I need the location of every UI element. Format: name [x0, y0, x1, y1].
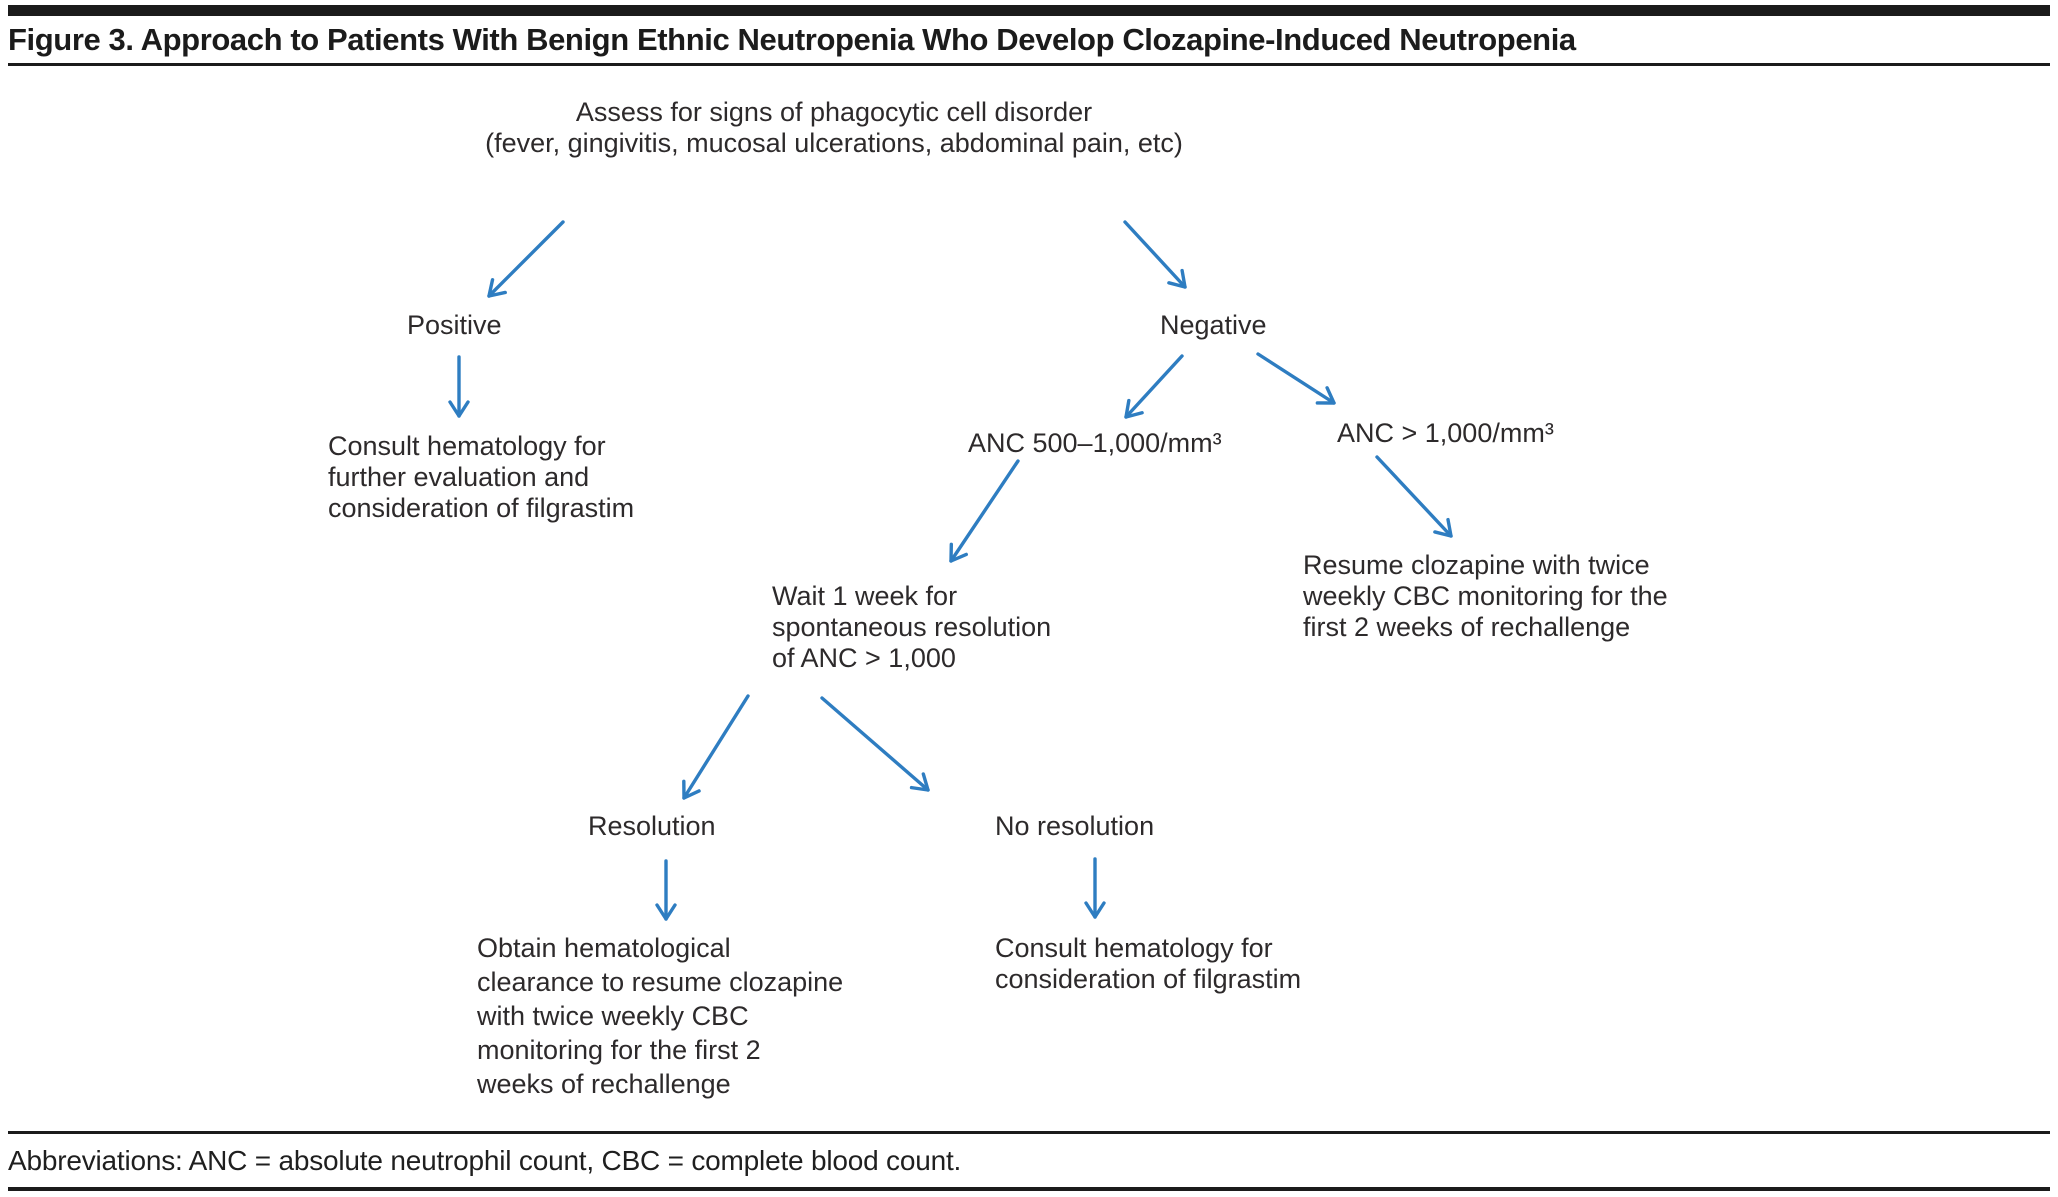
- node-wait-line3: of ANC > 1,000: [772, 643, 956, 673]
- node-obtain-line3: with twice weekly CBC: [477, 1001, 749, 1031]
- node-consult-filgrastim-line1: Consult hematology for: [995, 933, 1273, 963]
- node-resume-line3: first 2 weeks of rechallenge: [1303, 612, 1631, 642]
- node-consult-hematology-filgrastim: Consult hematology for consideration of …: [995, 933, 1301, 995]
- node-consult-further-line1: Consult hematology for: [328, 431, 606, 461]
- node-resume-line1: Resume clozapine with twice: [1303, 550, 1650, 580]
- footnote-bottom-rule: [8, 1187, 2050, 1191]
- arrow-wait-to-no-resolution: [820, 696, 930, 792]
- node-consult-filgrastim-line2: consideration of filgrastim: [995, 964, 1302, 994]
- footnote-top-rule: [8, 1131, 2050, 1134]
- title-divider-rule: [8, 63, 2050, 66]
- arrow-assess-to-positive: [487, 220, 565, 298]
- node-obtain-clearance: Obtain hematological clearance to resume…: [477, 931, 843, 1101]
- node-resume-clozapine: Resume clozapine with twice weekly CBC m…: [1303, 550, 1668, 643]
- node-assess-line1: Assess for signs of phagocytic cell diso…: [575, 97, 1093, 127]
- node-consult-further-line3: consideration of filgrastim: [328, 493, 635, 523]
- arrow-negative-to-anc-low: [1124, 354, 1184, 419]
- node-anc-over-1000: ANC > 1,000/mm³: [1337, 418, 1554, 448]
- arrow-wait-to-resolution: [682, 694, 750, 800]
- node-resume-line2: weekly CBC monitoring for the: [1303, 581, 1668, 611]
- node-anc-500-1000: ANC 500–1,000/mm³: [968, 428, 1222, 458]
- top-thick-rule: [8, 5, 2050, 16]
- node-assess-line2: (fever, gingivitis, mucosal ulcerations,…: [485, 128, 1183, 158]
- arrow-anc-low-to-wait: [949, 459, 1020, 563]
- node-negative: Negative: [1160, 310, 1267, 340]
- arrow-assess-to-negative: [1123, 220, 1187, 289]
- node-wait-line1: Wait 1 week for: [772, 581, 958, 611]
- abbreviations-footnote: Abbreviations: ANC = absolute neutrophil…: [8, 1145, 962, 1176]
- node-consult-hematology-further: Consult hematology for further evaluatio…: [328, 431, 634, 524]
- node-wait-one-week: Wait 1 week for spontaneous resolution o…: [772, 581, 1051, 674]
- node-consult-further-line2: further evaluation and: [328, 462, 590, 492]
- figure-title: Figure 3. Approach to Patients With Beni…: [8, 22, 1576, 57]
- node-obtain-line1: Obtain hematological: [477, 933, 731, 963]
- node-obtain-line4: monitoring for the first 2: [477, 1035, 761, 1065]
- node-assess: Assess for signs of phagocytic cell diso…: [434, 97, 1234, 159]
- arrow-anc-high-to-resume: [1375, 455, 1453, 538]
- node-obtain-line2: clearance to resume clozapine: [477, 967, 844, 997]
- arrow-negative-to-anc-high: [1256, 352, 1336, 405]
- node-no-resolution: No resolution: [995, 811, 1155, 841]
- node-resolution: Resolution: [588, 811, 716, 841]
- node-wait-line2: spontaneous resolution: [772, 612, 1052, 642]
- node-positive: Positive: [407, 310, 502, 340]
- node-obtain-line5: weeks of rechallenge: [477, 1069, 731, 1099]
